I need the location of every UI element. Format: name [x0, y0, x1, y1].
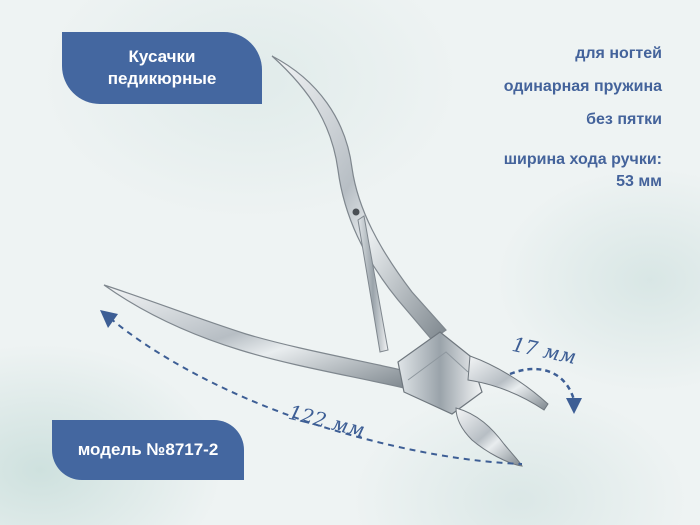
spring: [357, 215, 389, 353]
product-title-badge: Кусачки педикюрные: [62, 32, 262, 104]
length-arrow: [109, 317, 523, 465]
spring-rivet: [352, 208, 360, 216]
product-title-line2: педикюрные: [107, 69, 217, 88]
jaw-arrow: [509, 367, 576, 401]
feature-list: для ногтей одинарная пружина без пятки ш…: [402, 44, 662, 205]
upper-jaw: [467, 355, 549, 411]
joint-box: [397, 331, 483, 415]
product-title-line1: Кусачки: [128, 47, 196, 66]
model-badge: модель №8717-2: [52, 420, 244, 480]
lower-handle: [103, 284, 411, 389]
feature-item: без пятки: [586, 111, 662, 128]
feature-item: ширина хода ручки:: [503, 151, 662, 168]
feature-item: для ногтей: [575, 45, 662, 62]
feature-item: одинарная пружина: [503, 78, 662, 95]
feature-item: 53 мм: [616, 173, 662, 190]
lower-jaw: [455, 407, 523, 467]
